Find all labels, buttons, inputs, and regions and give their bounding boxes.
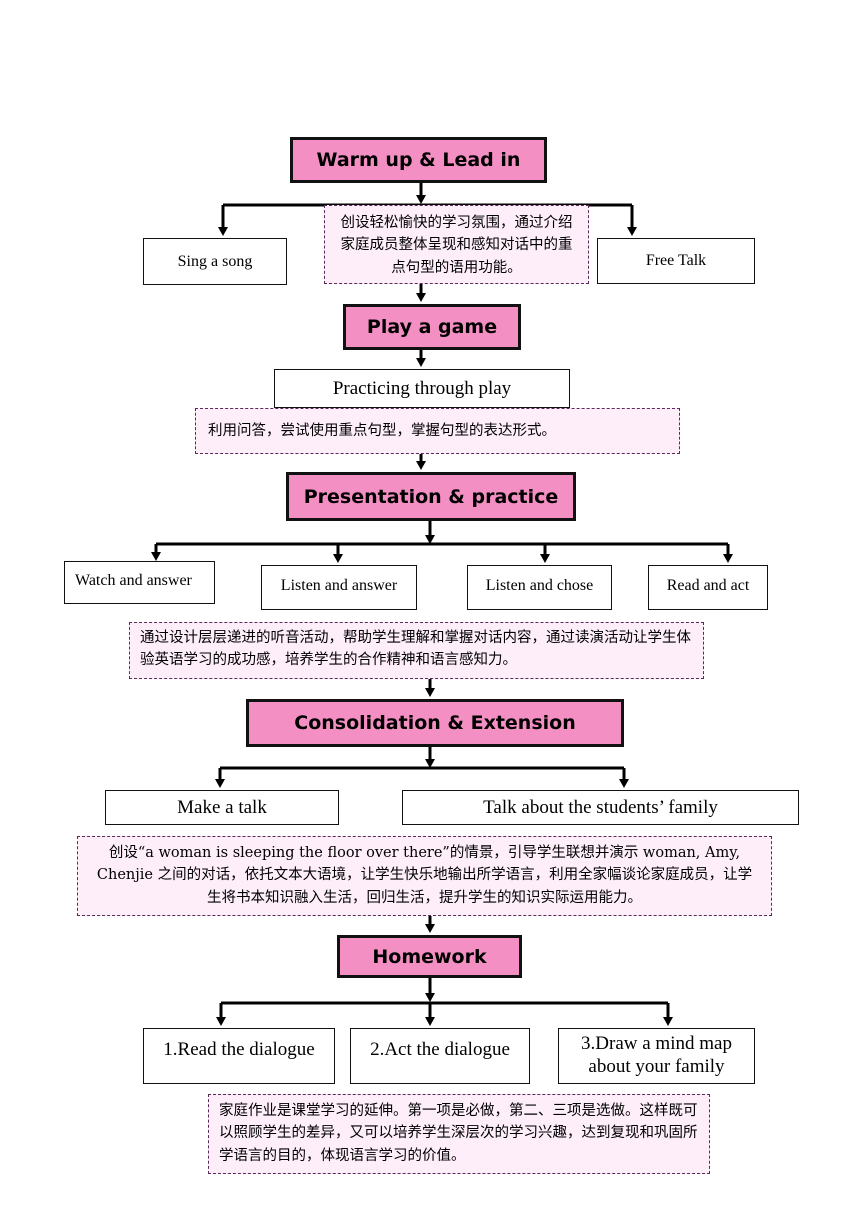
stage-presentation: Presentation & practice: [286, 472, 576, 521]
arrowhead: [333, 554, 343, 563]
arrowhead: [215, 779, 225, 788]
arrowhead: [425, 993, 435, 1002]
stage-homework-title: Homework: [372, 945, 487, 968]
activity-watch-and-answer: Watch and answer: [64, 561, 215, 604]
homework-mind-map: 3.Draw a mind map about your family: [558, 1028, 755, 1084]
play-game-note: 利用问答，尝试使用重点句型，掌握句型的表达形式。: [195, 408, 680, 454]
activity-free-talk: Free Talk: [597, 238, 755, 284]
arrowhead: [425, 1017, 435, 1026]
activity-listen-and-chose: Listen and chose: [467, 565, 612, 610]
activity-sing-a-song: Sing a song: [143, 238, 287, 285]
stage-presentation-title: Presentation & practice: [303, 485, 559, 508]
activity-practicing-through-play: Practicing through play: [274, 369, 570, 408]
activity-listen-and-answer: Listen and answer: [261, 565, 417, 610]
arrowhead: [216, 1017, 226, 1026]
stage-consolidation-title: Consolidation & Extension: [294, 712, 576, 734]
arrowhead: [425, 688, 435, 697]
arrowhead: [151, 552, 161, 561]
arrowhead: [627, 227, 637, 236]
arrowhead: [416, 293, 426, 302]
arrowhead: [723, 554, 733, 563]
homework-note: 家庭作业是课堂学习的延伸。第一项是必做，第二、三项是选做。这样既可以照顾学生的差…: [208, 1094, 710, 1174]
stage-play-game-title: Play a game: [366, 316, 498, 338]
arrowhead: [416, 461, 426, 470]
arrowhead: [663, 1017, 673, 1026]
stage-consolidation: Consolidation & Extension: [246, 699, 624, 747]
arrowhead: [416, 195, 426, 204]
consolidation-note: 创设“a woman is sleeping the floor over th…: [77, 836, 772, 916]
arrowhead: [425, 759, 435, 768]
arrowhead: [416, 358, 426, 367]
warm-up-note: 创设轻松愉快的学习氛围，通过介绍家庭成员整体呈现和感知对话中的重点句型的语用功能…: [324, 205, 589, 284]
homework-read-dialogue: 1.Read the dialogue: [143, 1028, 335, 1084]
activity-make-a-talk: Make a talk: [105, 790, 339, 825]
arrowhead: [540, 554, 550, 563]
arrowhead: [218, 227, 228, 236]
stage-warm-up: Warm up & Lead in: [290, 137, 547, 183]
arrowhead: [425, 535, 435, 544]
stage-warm-up-title: Warm up & Lead in: [316, 149, 521, 171]
activity-read-and-act: Read and act: [648, 565, 768, 610]
stage-homework: Homework: [337, 935, 522, 978]
activity-talk-about-family: Talk about the students’ family: [402, 790, 799, 825]
arrowhead: [425, 924, 435, 933]
presentation-note: 通过设计层层递进的听音活动，帮助学生理解和掌握对话内容，通过读演活动让学生体验英…: [129, 622, 704, 679]
arrowhead: [619, 779, 629, 788]
homework-act-dialogue: 2.Act the dialogue: [350, 1028, 530, 1084]
stage-play-game: Play a game: [343, 304, 521, 350]
